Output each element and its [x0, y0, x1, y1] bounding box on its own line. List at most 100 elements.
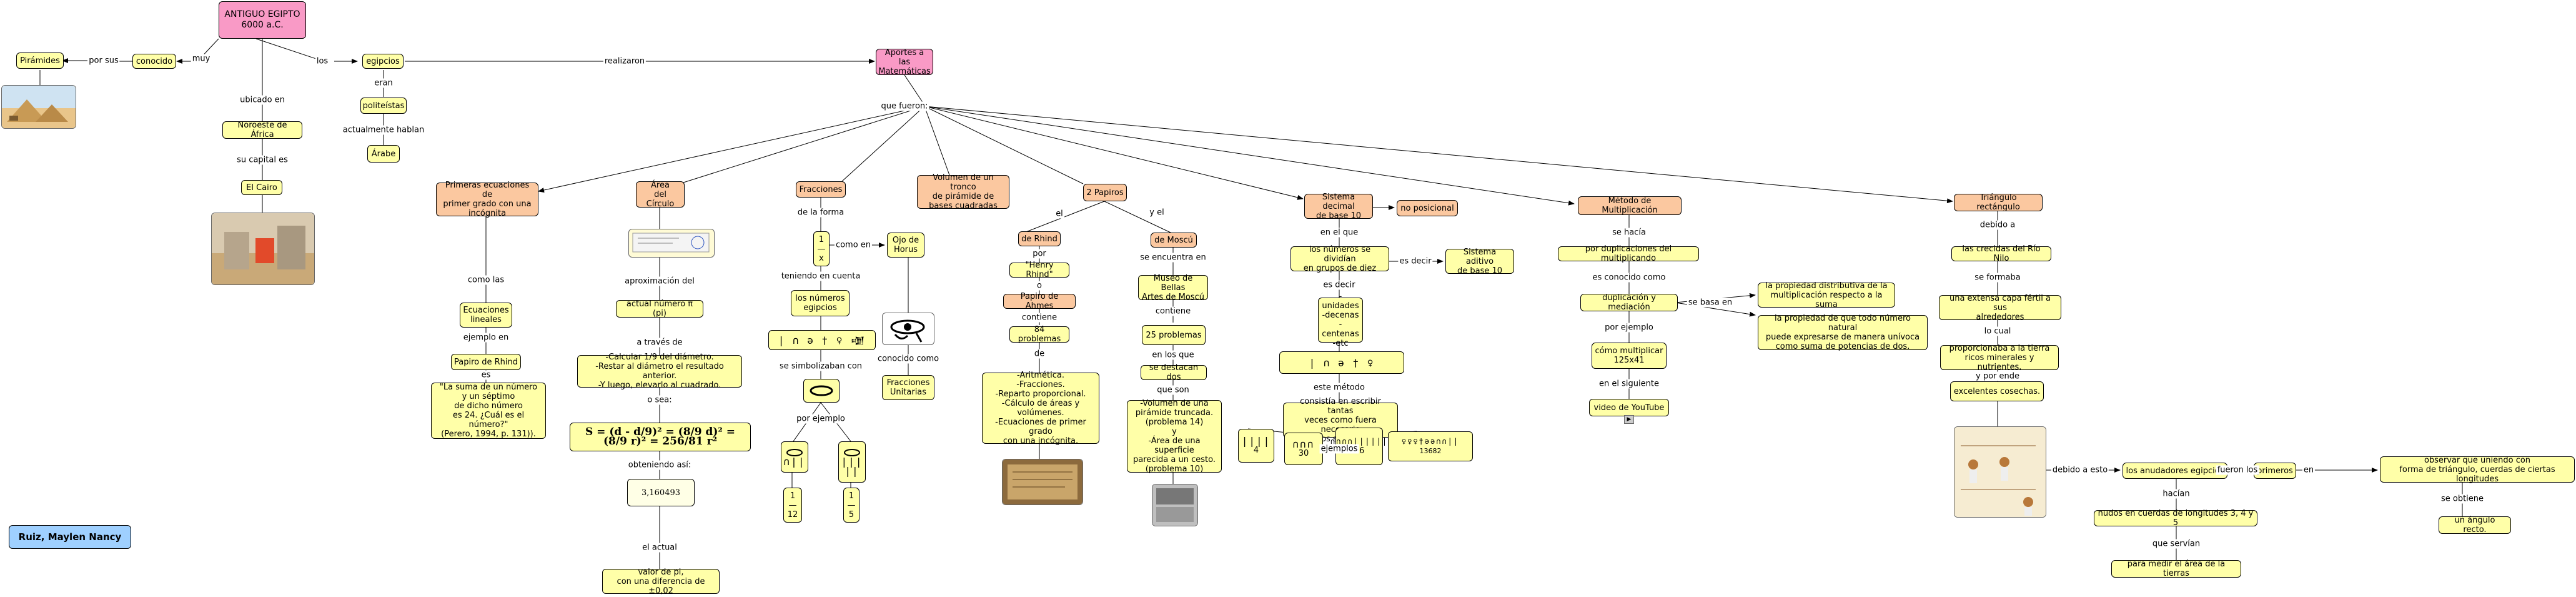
medir-node[interactable]: para medir el área de la tierras	[2111, 559, 2241, 578]
author-node[interactable]: Ruiz, Maylen Nancy	[9, 525, 131, 549]
horus-eye-image	[882, 313, 934, 345]
uno-x-node[interactable]: 1 — x	[813, 231, 830, 266]
ec-lineales-node[interactable]: Ecuaciones lineales	[460, 303, 512, 328]
papiro-ahmes-node[interactable]: Papiro de Ahmes	[1003, 292, 1076, 311]
video-node[interactable]: video de YouTube	[1589, 399, 1669, 416]
angulo-node[interactable]: un ángulo recto.	[2439, 516, 2511, 534]
los-numeros-node[interactable]: los números egipcios	[791, 290, 850, 316]
label-ejemplos: ejemplos	[1319, 444, 1359, 454]
franja-node[interactable]: una extensa capa fértil a sus alrededore…	[1939, 294, 2061, 322]
label-o: o	[1036, 281, 1043, 291]
glyph-46: ∩∩∩∩||||||	[1330, 437, 1389, 446]
unidades-node[interactable]: -unidades -decenas -centenas -etc	[1318, 292, 1363, 348]
root-node[interactable]: ANTIGUO EGIPTO 6000 a.C.	[219, 1, 306, 39]
agrupados-node[interactable]: los números se dividían en grupos de die…	[1290, 245, 1389, 273]
fraction-1-5[interactable]: 1 — 5	[843, 488, 859, 523]
example-4[interactable]: |||| 4	[1238, 429, 1274, 463]
observar-node[interactable]: observar que uniendo con forma de triáng…	[2380, 456, 2575, 484]
pyramids-image	[1, 85, 76, 129]
prop-natural-node[interactable]: la propiedad de que todo número natural …	[1758, 314, 1928, 351]
fraction-glyph-5[interactable]: |||||	[838, 441, 866, 483]
se-destacan-node[interactable]: se destacan dos	[1141, 363, 1207, 382]
proporcionaba-node[interactable]: proporcionaba a la tierra ricos minerale…	[1940, 344, 2059, 372]
como-mult-node[interactable]: cómo multiplicar 125x41	[1592, 343, 1667, 369]
piramides-node[interactable]: Pirámides	[16, 53, 64, 69]
area-node[interactable]: Área del Círculo	[636, 181, 685, 209]
crecidas-node[interactable]: las crecidas del Río Nilo	[1951, 244, 2051, 263]
cairo-node[interactable]: El Cairo	[241, 180, 282, 195]
label-que-son: que son	[1156, 385, 1191, 395]
papiro-rhind-node[interactable]: Papiro de Rhind	[451, 354, 521, 370]
label-aproximacion: aproximación del	[623, 276, 696, 286]
papiros-node[interactable]: 2 Papiros	[1083, 184, 1127, 201]
museo-node[interactable]: Museo de Bellas Artes de Moscú	[1138, 274, 1208, 302]
arabe-node[interactable]: Árabe	[367, 145, 400, 163]
calcular-node[interactable]: -Calcular 1/9 del diámetro. -Restar al d…	[577, 353, 742, 390]
politeistas-node[interactable]: politeístas	[360, 98, 407, 114]
label-por: por	[1031, 249, 1048, 259]
label-debido-a: debido a	[1978, 220, 2017, 230]
formula-node[interactable]: S = (d - d/9)² = (8/9 d)² = (8/9 r)² = 2…	[570, 423, 751, 451]
cosechas-node[interactable]: excelentes cosechas.	[1950, 381, 2044, 401]
fraction-1-12[interactable]: 1 — 12	[783, 488, 802, 523]
label-como-las: como las	[466, 275, 506, 285]
lista-ahmes-node[interactable]: -Aritmética. -Fracciones. -Reparto propo…	[982, 371, 1099, 446]
video-play-icon[interactable]: ▶	[1624, 415, 1634, 424]
label-el-actual: el actual	[641, 543, 678, 553]
ojo-horus-node[interactable]: Ojo de Horus	[887, 233, 924, 258]
prob25-node[interactable]: 25 problemas	[1142, 325, 1206, 345]
obtenido-node[interactable]: 3,160493	[627, 479, 695, 506]
actual-pi-node[interactable]: actual número π (pi)	[616, 299, 703, 318]
dup-med-node[interactable]: duplicación y mediación	[1580, 293, 1678, 312]
distributiva-node[interactable]: la propiedad distributiva de la multipli…	[1758, 281, 1895, 309]
conocido-node[interactable]: conocido	[132, 54, 176, 69]
metodo-node[interactable]: Método de Multiplicación	[1578, 196, 1682, 215]
label-por-sus: por sus	[87, 56, 120, 66]
no-posicional-node[interactable]: no posicional	[1397, 200, 1458, 216]
egipcios-node[interactable]: egipcios	[362, 54, 404, 69]
glyph-12: ∩||	[783, 455, 806, 468]
fraction-glyph-12[interactable]: ∩||	[781, 441, 808, 473]
lista-moscu-node[interactable]: -Volumen de una pirámide truncada. (prob…	[1127, 399, 1222, 474]
cita-node[interactable]: "La suma de un número y un séptimo de di…	[431, 383, 546, 439]
valor-pi-node[interactable]: valor de pi, con una diferencia de ±0,02	[602, 568, 720, 596]
anudadores-node[interactable]: los anudadores egipcios	[2123, 463, 2227, 479]
sistema-node[interactable]: Sistema decimal de base 10	[1304, 193, 1373, 221]
glyph-30: ∩∩∩	[1292, 438, 1315, 450]
label-es-conocido: es conocido como	[1591, 273, 1667, 283]
label-es: es	[480, 370, 492, 380]
example-13682[interactable]: ♀♀♀†əə∩∩|| 13682	[1388, 431, 1473, 461]
de-moscu-node[interactable]: de Moscú	[1151, 233, 1197, 248]
noreste-node[interactable]: Noroeste de África	[222, 121, 302, 139]
triangulo-node[interactable]: Triángulo rectángulo	[1954, 193, 2043, 212]
label-fueron-los: fueron los	[2216, 465, 2259, 475]
label-actualmente: actualmente hablan	[341, 125, 426, 135]
label-se-formaba: se formaba	[1973, 273, 2022, 283]
numerals-strip-b: | ∩ ə † ♀	[1279, 351, 1404, 374]
glyph-13682: ♀♀♀†əə∩∩||	[1401, 437, 1460, 446]
fraction-denominator: 12	[787, 509, 798, 519]
label-teniendo: teniendo en cuenta	[780, 271, 862, 281]
fr-unitarias-node[interactable]: Fracciones Unitarias	[882, 375, 934, 400]
primeros-node[interactable]: primeros	[2254, 463, 2296, 479]
label-de: de	[1033, 349, 1046, 359]
volumen-node[interactable]: Volumen de un tronco de pirámide de base…	[917, 173, 1009, 211]
henry-node[interactable]: "Henry Rhind"	[1009, 261, 1069, 279]
example-30[interactable]: ∩∩∩ 30	[1284, 433, 1323, 465]
example-46[interactable]: ∩∩∩∩|||||| 46	[1330, 428, 1387, 465]
aditivo-node[interactable]: Sistema aditivo de base 10	[1445, 248, 1514, 276]
nudos-node[interactable]: nudos en cuerdas de longitudes 3, 4 y 5	[2094, 509, 2257, 528]
de-rhind-node[interactable]: de Rhind	[1018, 231, 1061, 246]
ecuaciones-node[interactable]: Primeras ecuaciones de primer grado con …	[436, 181, 538, 218]
label-obtenido-asi: obteniendo así:	[627, 460, 693, 470]
prob84-node[interactable]: 84 problemas	[1009, 325, 1069, 344]
value-4: 4	[1253, 446, 1259, 455]
duplicaciones-node[interactable]: por duplicaciones del multiplicando	[1558, 244, 1699, 263]
label-los: los	[315, 56, 330, 66]
label-en-el-que: en el que	[1319, 228, 1360, 238]
mouth-glyph-node[interactable]	[803, 379, 840, 403]
label-de-la-forma: de la forma	[796, 208, 846, 218]
contributions-node[interactable]: Aportes a las Matemáticas	[876, 48, 933, 76]
fracciones-node[interactable]: Fracciones	[796, 181, 846, 198]
